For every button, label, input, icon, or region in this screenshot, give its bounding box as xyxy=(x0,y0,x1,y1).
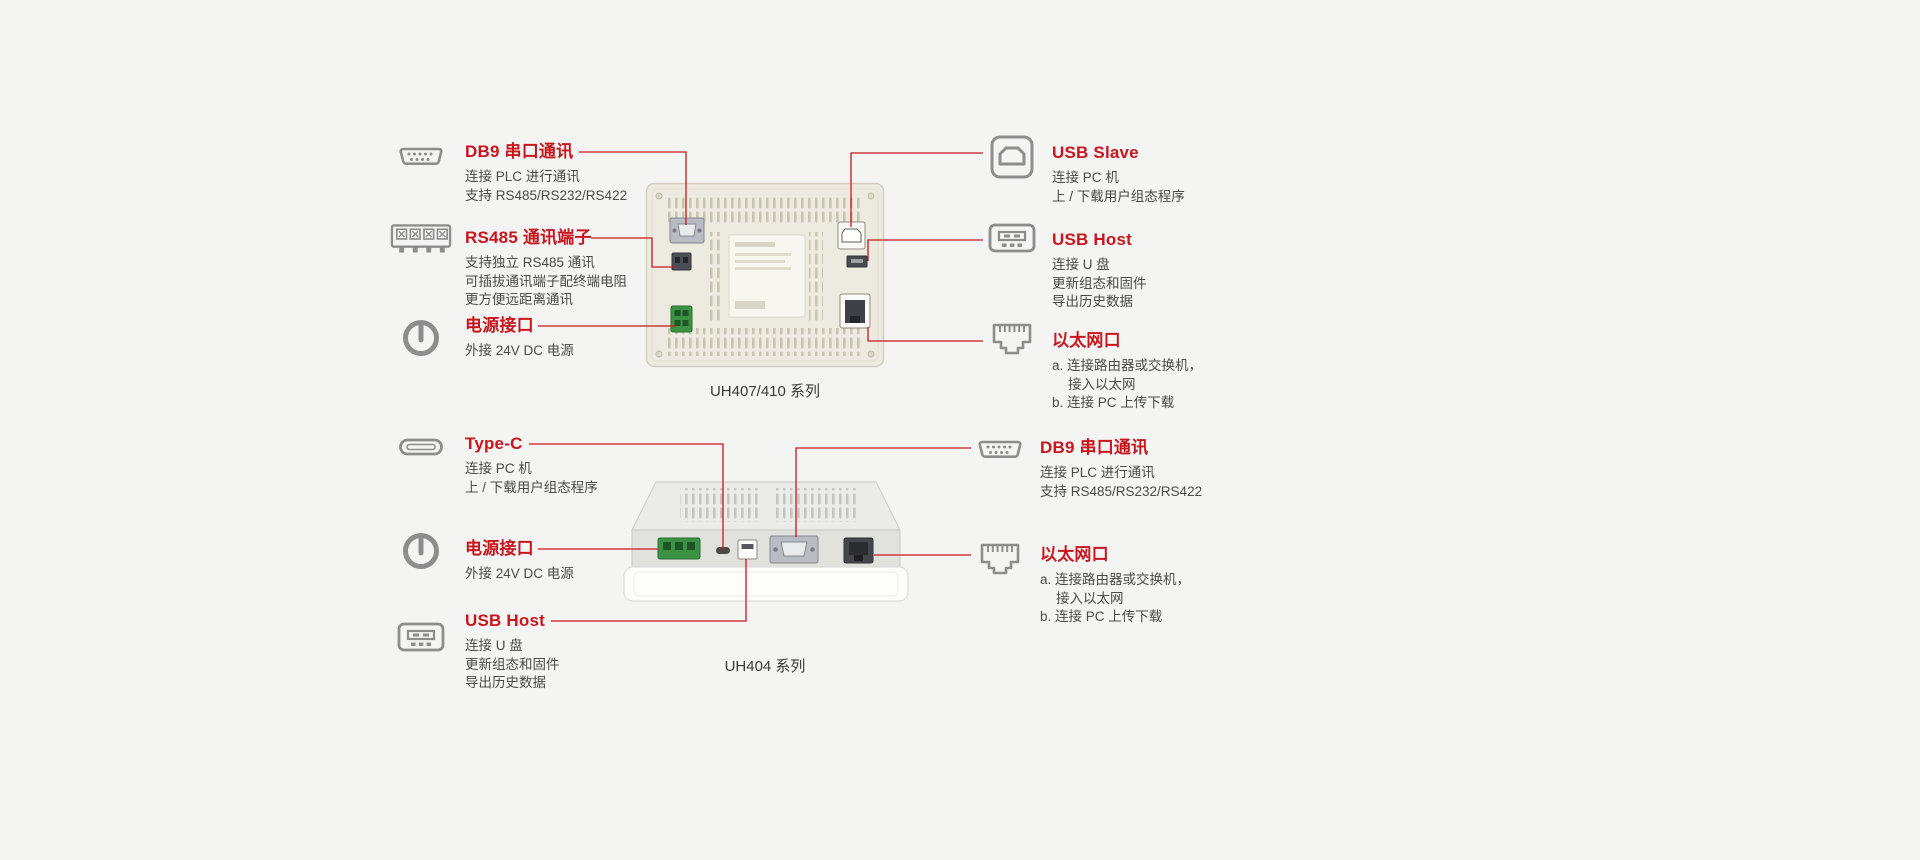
callout-power-top: 电源接口 外接 24V DC 电源 xyxy=(390,316,574,361)
callout-desc-line: 更新组态和固件 xyxy=(465,656,560,672)
type-c-port xyxy=(716,547,730,554)
callout-title: USB Host xyxy=(465,611,545,630)
callout-title: RS485 通讯端子 xyxy=(465,228,592,247)
callout-desc-line: 导出历史数据 xyxy=(1052,294,1133,309)
callout-desc-line: 接入以太网 xyxy=(1056,590,1124,606)
callout-desc-line: 导出历史数据 xyxy=(465,675,546,690)
callout-usb-host-bottom: USB Host 连接 U 盘 更新组态和固件 导出历史数据 xyxy=(390,611,560,693)
callout-usb-host-top: USB Host 连接 U 盘 更新组态和固件 导出历史数据 xyxy=(985,223,1147,312)
callout-desc-line: 上 / 下载用户组态程序 xyxy=(1052,188,1185,204)
callout-desc-line: 连接 U 盘 xyxy=(465,638,523,653)
callout-desc-line: 更新组态和固件 xyxy=(1052,275,1147,291)
vent-slots xyxy=(776,488,856,522)
db9-icon xyxy=(390,142,452,172)
device-label-uh404: UH404 系列 xyxy=(724,658,806,675)
callout-type-c: Type-C 连接 PC 机 上 / 下载用户组态程序 xyxy=(390,434,598,497)
callout-desc-line: 连接 PC 机 xyxy=(465,461,532,476)
rs485-terminal-port xyxy=(671,252,692,271)
usb-host-port xyxy=(846,255,868,268)
callout-desc-line: 支持 RS485/RS232/RS422 xyxy=(465,187,628,203)
callout-desc-line: b. 连接 PC 上传下载 xyxy=(1052,395,1175,410)
callout-desc-line: 连接 PLC 进行通讯 xyxy=(465,169,580,184)
ethernet-icon xyxy=(985,319,1039,361)
db9-icon xyxy=(973,435,1027,465)
callout-desc-line: a. 连接路由器或交换机， xyxy=(1040,572,1191,587)
callout-desc-line: 可插拔通讯端子配终端电阻 xyxy=(465,273,627,289)
callout-title: DB9 串口通讯 xyxy=(1040,438,1149,457)
terminal-block-icon xyxy=(390,218,452,258)
callout-desc-line: 支持独立 RS485 通讯 xyxy=(465,255,595,270)
device-label-uh407-410: UH407/410 系列 xyxy=(709,383,821,400)
usb-host-port xyxy=(737,539,758,560)
callout-ethernet-top: 以太网口 a. 连接路由器或交换机， 接入以太网 b. 连接 PC 上传下载 xyxy=(985,323,1203,413)
callout-rs485: RS485 通讯端子 支持独立 RS485 通讯 可插拔通讯端子配终端电阻 更方… xyxy=(390,224,627,310)
vent-slots xyxy=(667,328,863,356)
callout-title: 以太网口 xyxy=(1040,545,1109,564)
device-nameplate xyxy=(728,234,806,318)
callout-db9-top: DB9 串口通讯 连接 PLC 进行通讯 支持 RS485/RS232/RS42… xyxy=(390,142,627,205)
callout-desc-line: 接入以太网 xyxy=(1068,376,1136,392)
power-icon xyxy=(390,316,452,360)
db9-port xyxy=(769,535,819,564)
device-uh404 xyxy=(620,478,912,606)
vent-slots xyxy=(709,232,723,322)
callout-ethernet-bottom: 以太网口 a. 连接路由器或交换机， 接入以太网 b. 连接 PC 上传下载 xyxy=(973,543,1191,627)
callout-desc-line: 支持 RS485/RS232/RS422 xyxy=(1040,483,1203,499)
callout-title: 电源接口 xyxy=(465,316,534,335)
callout-title: Type-C xyxy=(465,434,523,453)
device-top-face xyxy=(631,481,901,531)
callout-usb-slave: USB Slave 连接 PC 机 上 / 下载用户组态程序 xyxy=(985,135,1185,206)
power-icon xyxy=(390,529,452,573)
usb-host-icon xyxy=(985,222,1039,254)
usb-slave-icon xyxy=(985,134,1039,180)
ethernet-port xyxy=(839,293,871,329)
power-terminal-port xyxy=(670,305,693,333)
callout-power-bottom: 电源接口 外接 24V DC 电源 xyxy=(390,533,574,584)
db9-port xyxy=(669,217,705,244)
callout-title: USB Slave xyxy=(1052,143,1139,162)
callout-title: 以太网口 xyxy=(1052,331,1121,350)
usb-host-icon xyxy=(390,621,452,653)
screw xyxy=(655,192,663,200)
callout-title: USB Host xyxy=(1052,230,1132,249)
callout-desc-line: 连接 PLC 进行通讯 xyxy=(1040,465,1155,480)
callout-desc-line: 上 / 下载用户组态程序 xyxy=(465,479,598,495)
vent-slots xyxy=(680,488,760,522)
callout-title: DB9 串口通讯 xyxy=(465,142,574,161)
device-uh407-410 xyxy=(645,182,885,368)
callout-desc-line: a. 连接路由器或交换机， xyxy=(1052,358,1203,373)
callout-desc-line: 连接 U 盘 xyxy=(1052,257,1110,272)
callout-db9-bottom: DB9 串口通讯 连接 PLC 进行通讯 支持 RS485/RS232/RS42… xyxy=(973,438,1202,501)
callout-desc-line: 外接 24V DC 电源 xyxy=(465,343,574,358)
ethernet-icon xyxy=(973,539,1027,581)
callout-desc-line: b. 连接 PC 上传下载 xyxy=(1040,609,1163,624)
device-front-bezel xyxy=(623,566,909,602)
callout-desc-line: 外接 24V DC 电源 xyxy=(465,566,574,581)
vent-slots xyxy=(809,232,823,322)
usb-slave-port xyxy=(837,221,866,250)
line-usb-host-top xyxy=(867,239,983,261)
callout-title: 电源接口 xyxy=(465,539,534,558)
power-terminal-port xyxy=(657,537,701,560)
screw xyxy=(867,192,875,200)
line-ethernet-top xyxy=(867,327,983,342)
callout-desc-line: 连接 PC 机 xyxy=(1052,170,1119,185)
type-c-icon xyxy=(390,437,452,457)
ethernet-port xyxy=(843,537,874,564)
screw xyxy=(655,350,663,358)
callout-desc-line: 更方便远距离通讯 xyxy=(465,292,573,307)
screw xyxy=(867,350,875,358)
